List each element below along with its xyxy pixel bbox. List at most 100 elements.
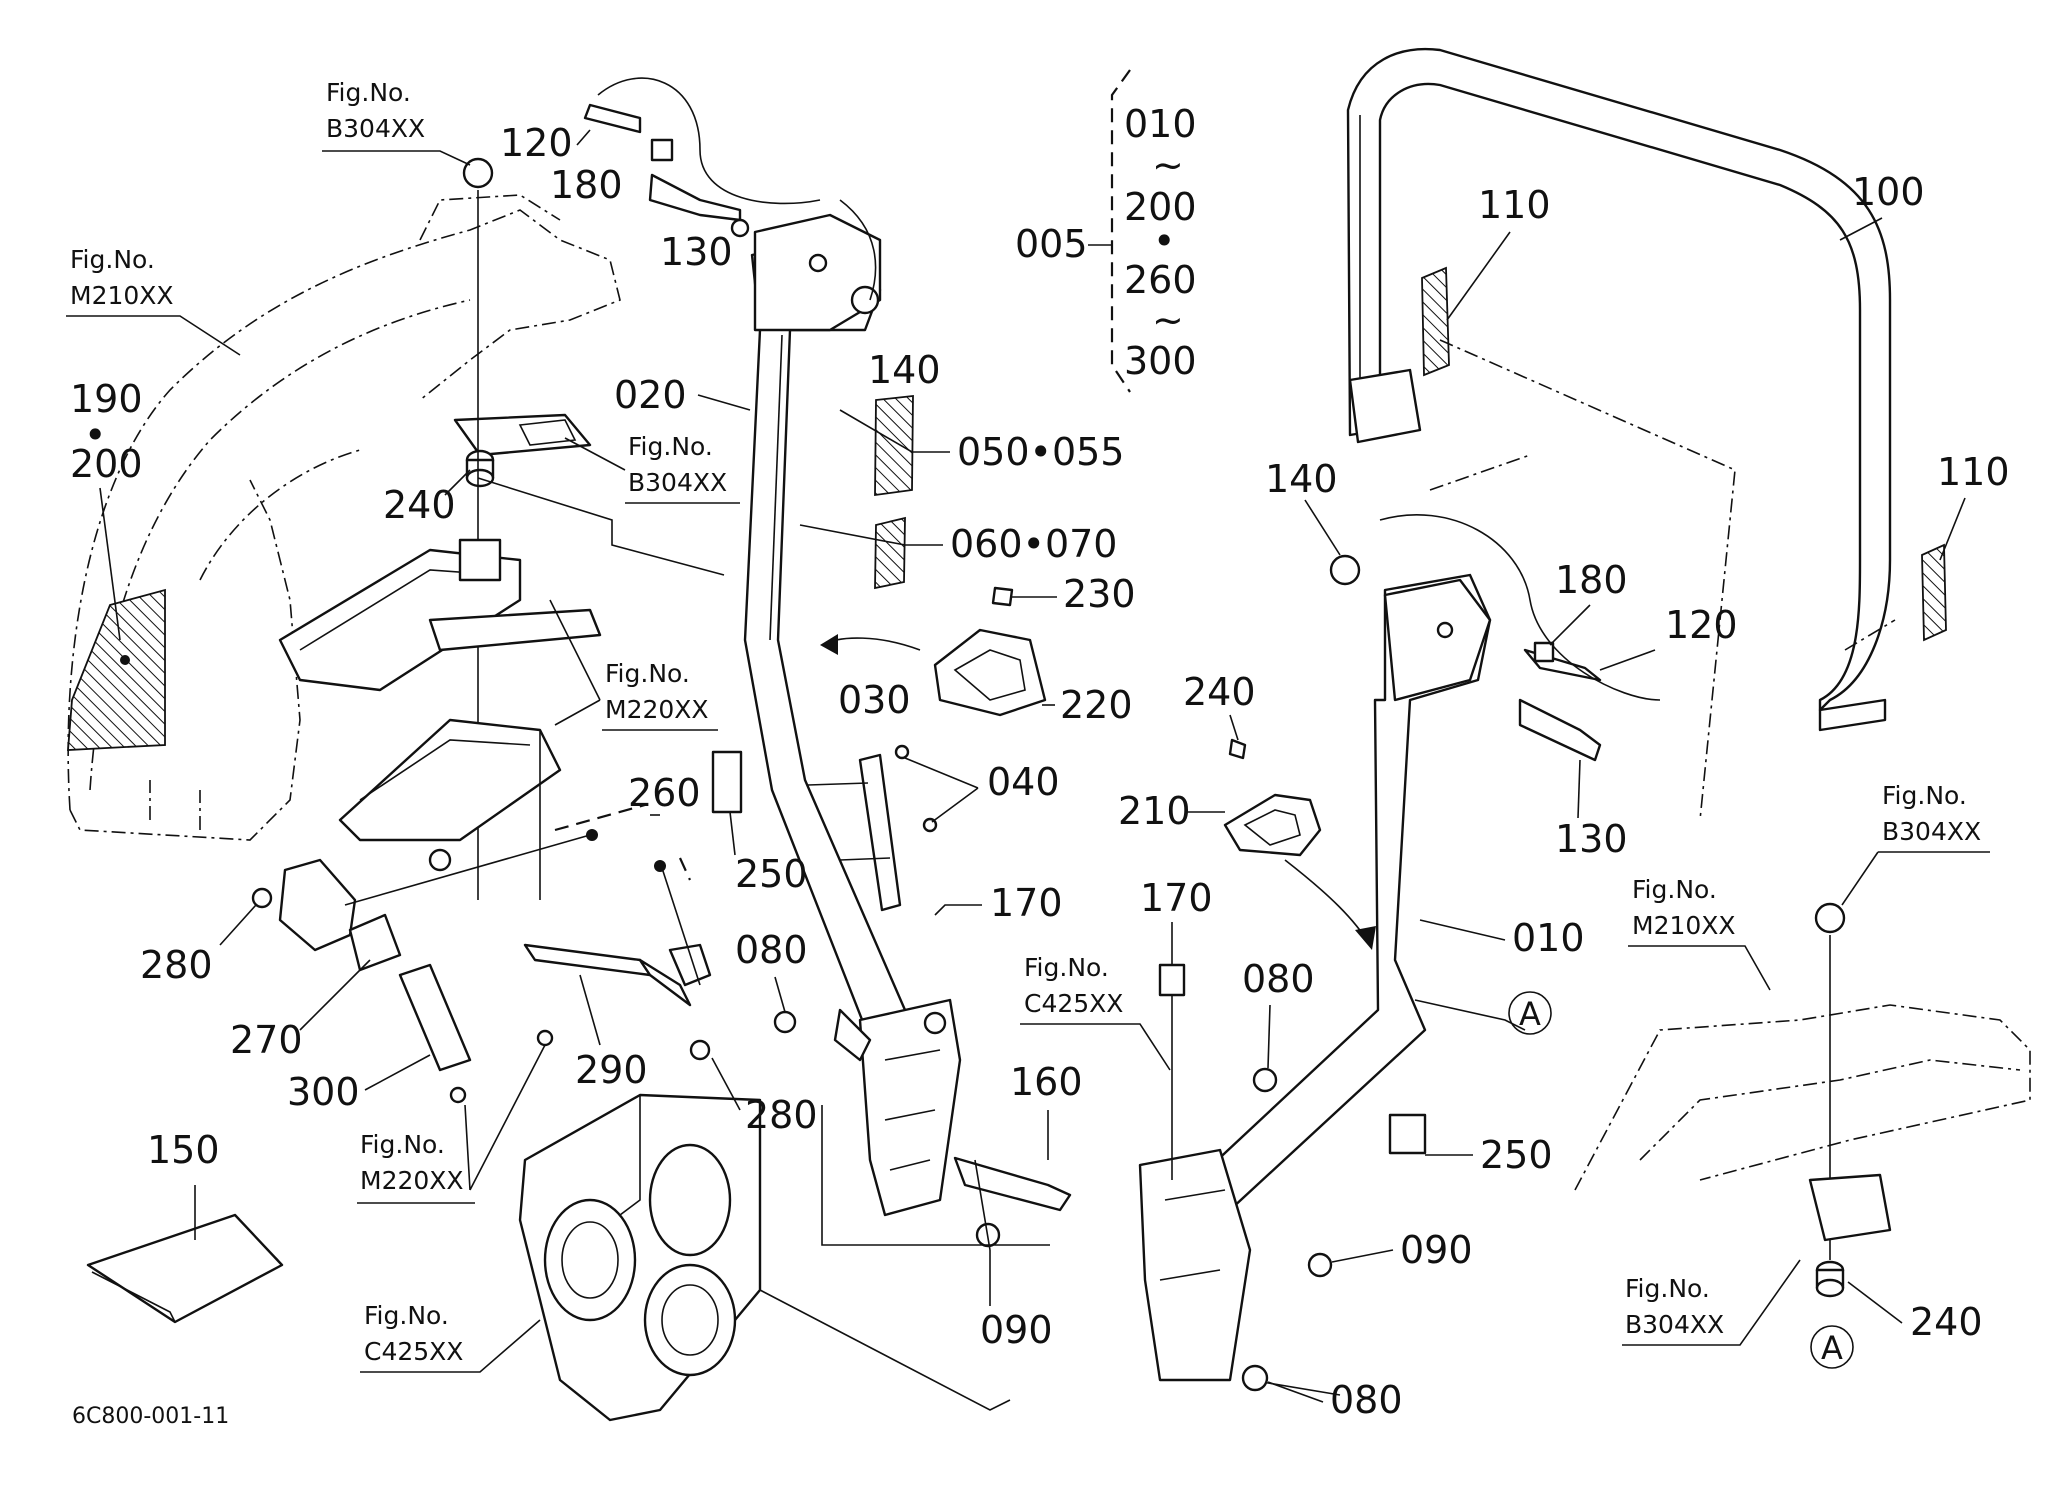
callout-dot-190: • [84, 413, 106, 457]
fig-ref-b304-right-bottom: Fig.No. B304XX [1622, 1259, 1801, 1346]
decal-060 [874, 516, 906, 590]
drawing-number: 6C800-001-11 [72, 1404, 229, 1429]
bracket-290 [449, 860, 712, 1104]
callout-110-a: 110 [1478, 183, 1551, 227]
spring-180-a [650, 138, 674, 162]
callout-220: 220 [1060, 683, 1133, 727]
callout-080-b: 080 [1242, 957, 1315, 1001]
bolt-080-b [1252, 1067, 1278, 1093]
grip-210 [1223, 738, 1376, 950]
decal-110-b [1921, 543, 1947, 642]
fig-ref-code: B304XX [1882, 817, 1981, 846]
frame-phantom-right [1574, 902, 2031, 1298]
fig-ref-m220-lower: Fig.No. M220XX [357, 1044, 546, 1204]
plate-030 [807, 744, 938, 912]
fig-ref-label: Fig.No. [70, 245, 155, 274]
fig-ref-b304-top-left: Fig.No. B304XX [322, 78, 471, 166]
callout-170-a: 170 [990, 881, 1063, 925]
decal-110-a [1421, 266, 1450, 377]
fig-ref-code: M220XX [605, 695, 709, 724]
fig-ref-code: M210XX [1632, 911, 1736, 940]
callout-130-a: 130 [660, 230, 733, 274]
callout-100: 100 [1852, 170, 1925, 214]
fig-ref-code: C425XX [1024, 989, 1123, 1018]
fig-ref-label: Fig.No. [628, 432, 713, 461]
fig-ref-c425-lower: Fig.No. C425XX [360, 1301, 541, 1373]
bushing-140-b [1329, 554, 1361, 586]
decal-190 [67, 588, 166, 751]
callout-210: 210 [1118, 789, 1191, 833]
range-b-tilde: ~ [1152, 298, 1184, 342]
range-a-tilde: ~ [1152, 143, 1184, 187]
latch-bracket-270 [251, 829, 598, 1072]
bolt-080-a [773, 1010, 797, 1034]
callout-150: 150 [147, 1128, 220, 1172]
callout-140-b: 140 [1265, 457, 1338, 501]
bracket-160 [953, 1156, 1072, 1212]
rops-arch-100 [1346, 47, 1947, 821]
fig-ref-b304-right-top: Fig.No. B304XX [1841, 781, 1990, 906]
callout-280-b: 280 [745, 1093, 818, 1137]
callout-160: 160 [1010, 1060, 1083, 1104]
callout-040: 040 [987, 760, 1060, 804]
callout-180-b: 180 [1555, 558, 1628, 602]
range-a-start: 010 [1124, 102, 1197, 146]
bushing-250-b [1388, 1113, 1427, 1155]
fig-ref-label: Fig.No. [326, 78, 411, 107]
rops-post-020 [743, 213, 1001, 1248]
fender-phantom [67, 194, 621, 841]
rops-post-010 [1138, 554, 1492, 1382]
fig-ref-code: C425XX [364, 1337, 463, 1366]
section-marker-text: A [1519, 995, 1541, 1033]
range-note: 010 ~ 200 • 260 ~ 300 005 [1015, 69, 1197, 393]
callout-050: 050•055 [957, 430, 1124, 474]
section-marker-a-lower: A [1810, 1325, 1854, 1369]
callout-020: 020 [614, 373, 687, 417]
bushing-140-a [850, 285, 880, 315]
callout-300: 300 [287, 1070, 360, 1114]
decal-050 [874, 394, 914, 497]
bolt-090-b [1307, 1252, 1333, 1278]
section-marker-text: A [1821, 1329, 1843, 1367]
bracket-260-dashed [554, 803, 692, 881]
fig-ref-label: Fig.No. [1024, 953, 1109, 982]
range-b-start: 260 [1124, 258, 1197, 302]
bolt-280-b [689, 1039, 711, 1061]
callout-110-b: 110 [1937, 450, 2010, 494]
callout-250-a: 250 [735, 852, 808, 896]
mount-plate-left [453, 157, 592, 900]
callout-030: 030 [838, 678, 911, 722]
callout-260: 260 [628, 771, 701, 815]
callout-250-b: 250 [1480, 1133, 1553, 1177]
range-a-end: 200 [1124, 185, 1197, 229]
fig-ref-code: B304XX [1625, 1310, 1724, 1339]
section-marker-a-upper: A [1508, 991, 1552, 1035]
callout-230: 230 [1063, 572, 1136, 616]
callout-280-a: 280 [140, 943, 213, 987]
bolt-080-c [1241, 1364, 1269, 1392]
callout-080-a: 080 [735, 928, 808, 972]
bushing-250-a [711, 750, 743, 814]
fig-ref-code: M210XX [70, 281, 174, 310]
callout-120-b: 120 [1665, 603, 1738, 647]
range-ref-no: 005 [1015, 222, 1088, 266]
bolt-280-a [251, 887, 273, 909]
callout-140-a: 140 [868, 348, 941, 392]
callout-240-b: 240 [1183, 670, 1256, 714]
fig-ref-code: B304XX [326, 114, 425, 143]
callout-010: 010 [1512, 916, 1585, 960]
fig-ref-m210-right: Fig.No. M210XX [1628, 875, 1771, 991]
bolt-170-b [1158, 963, 1186, 997]
fig-ref-code: M220XX [360, 1166, 464, 1195]
callout-090-b: 090 [1400, 1228, 1473, 1272]
callout-180-a: 180 [550, 163, 623, 207]
range-b-end: 300 [1124, 339, 1197, 383]
nut-b304-right [1814, 902, 1846, 934]
fig-ref-code: B304XX [628, 468, 727, 497]
fig-ref-m210-left: Fig.No. M210XX [66, 245, 241, 356]
callout-270: 270 [230, 1018, 303, 1062]
grip-220 [820, 586, 1047, 717]
fig-ref-label: Fig.No. [605, 659, 690, 688]
callout-200: 200 [70, 442, 143, 486]
